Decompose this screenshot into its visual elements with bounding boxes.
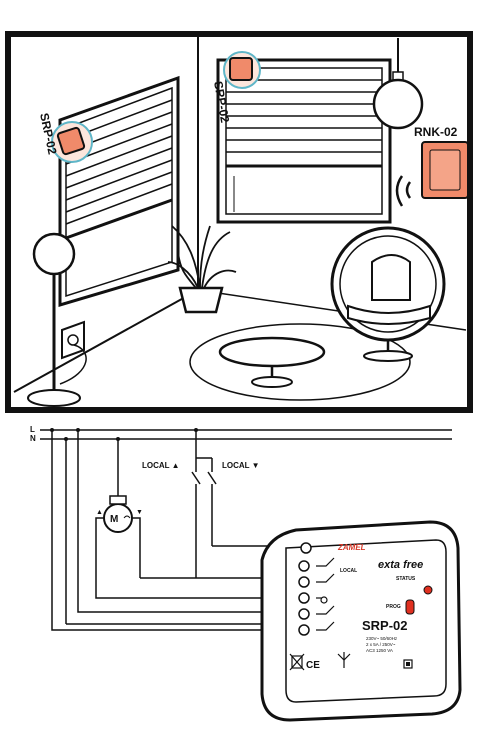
svg-text:▲: ▲ <box>96 509 103 516</box>
module-spec-line3: AC3 1250 VA <box>366 648 393 653</box>
prog-button[interactable] <box>405 599 415 615</box>
line-n-label: N <box>30 434 36 443</box>
local-switches <box>191 430 310 579</box>
switch-down-label: LOCAL ▼ <box>222 461 260 470</box>
pendant-lamp <box>372 38 424 130</box>
module-prog-label: PROG <box>386 604 401 610</box>
wall-socket <box>59 320 87 385</box>
ce-mark: CE <box>306 660 320 671</box>
room-scene: SRP-02 SRP-02 RNK-02 <box>5 31 473 413</box>
device-left-srp02 <box>51 121 93 163</box>
remote-rnk02 <box>421 141 469 199</box>
svg-text:▼: ▼ <box>136 509 143 516</box>
module-model: SRP-02 <box>362 618 408 633</box>
module-spec-line2: 2 x 5A / 250V~ <box>366 642 396 647</box>
left-window <box>58 75 180 308</box>
weee-bin-icon <box>289 653 305 671</box>
switch-up-label: LOCAL ▲ <box>142 461 180 470</box>
wiring-diagram: L N LOCAL ▲ LOCAL ▼ M <box>30 425 462 722</box>
line-l-label: L <box>30 425 35 434</box>
device-right-srp02 <box>223 51 261 89</box>
module-brand: ZAMEL <box>337 543 366 552</box>
table-and-rug <box>189 323 411 401</box>
potted-plant <box>167 225 237 314</box>
status-led <box>423 585 433 595</box>
floor-line-left <box>13 289 199 393</box>
egg-chair <box>330 226 446 362</box>
module-internal-circuit <box>316 557 335 631</box>
wireless-signal-icon <box>395 175 412 207</box>
svg-text:M: M <box>110 514 118 525</box>
module-series: exta free <box>378 559 423 571</box>
device-left-label: SRP-02 <box>37 112 59 156</box>
module-local-label: LOCAL <box>340 568 357 574</box>
blind-motor: M ▲ ▼ <box>96 495 143 533</box>
floor-lamp <box>27 232 81 407</box>
srp02-module: ZAMEL exta free STATUS LOCAL PROG SRP-02… <box>260 520 462 722</box>
module-spec-line1: 230V~ 50/60Hz <box>366 636 398 641</box>
room-frame <box>5 31 473 413</box>
module-status-label: STATUS <box>396 576 416 582</box>
remote-label: RNK-02 <box>414 125 458 139</box>
antenna-icon <box>337 652 351 668</box>
terminal-block <box>298 542 312 636</box>
